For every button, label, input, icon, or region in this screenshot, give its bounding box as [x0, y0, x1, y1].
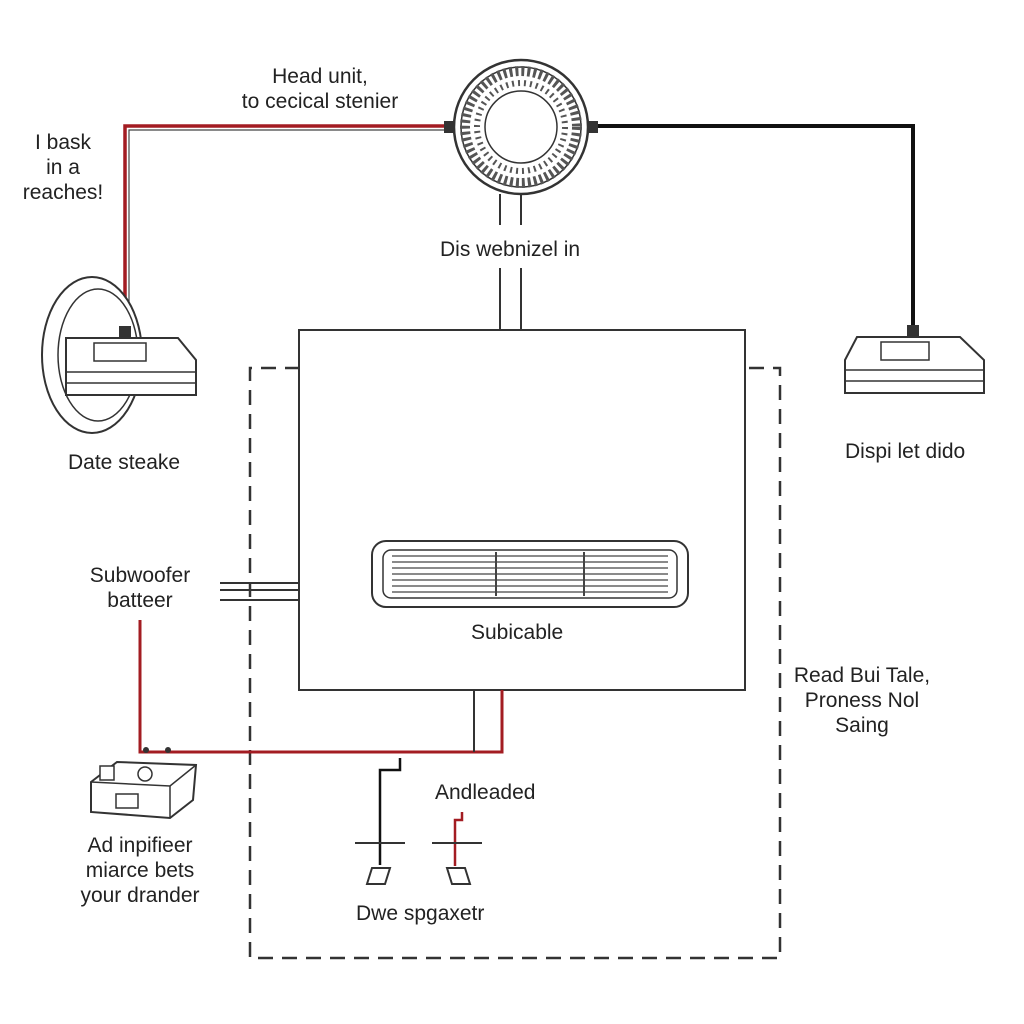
ad-inpifieer-label: Ad inpifieer miarce bets your drander — [80, 834, 200, 907]
speaker-wire-black — [355, 758, 405, 865]
left-speaker-icon — [41, 276, 197, 434]
terminal-icon — [365, 867, 392, 885]
power-wire-bottom — [138, 620, 504, 754]
subwoofer-batteer-label: Subwoofer batteer — [89, 564, 191, 612]
dis-webnizel-label: Dis webnizel in — [440, 238, 581, 261]
speaker-wire-red — [432, 812, 482, 885]
power-wire-left — [123, 124, 444, 330]
head-unit-dial-icon — [444, 58, 598, 196]
ground-wire-right — [598, 124, 915, 330]
main-unit-box — [298, 329, 746, 691]
subwoofer-connection — [220, 582, 299, 601]
dial-to-box-wires — [499, 194, 522, 330]
amplifier-box-icon — [90, 760, 198, 820]
date-steake-label: Date steake — [68, 451, 181, 474]
andleaded-label: Andleaded — [435, 781, 536, 804]
dispi-let-dido-label: Dispi let dido — [845, 440, 966, 463]
amplifier-grille-icon — [371, 540, 689, 608]
read-bui-tale-label: Read Bui Tale, Proness Nol Saing — [793, 664, 931, 737]
head-unit-label: Head unit, to cecical stenier — [241, 65, 399, 113]
bask-label: I bask in a reaches! — [22, 131, 104, 204]
dwe-spgaxetr-label: Dwe spgaxetr — [356, 902, 485, 925]
subicable-label: Subicable — [471, 621, 564, 644]
dashed-enclosure — [248, 366, 782, 960]
right-speaker-icon — [844, 325, 985, 394]
